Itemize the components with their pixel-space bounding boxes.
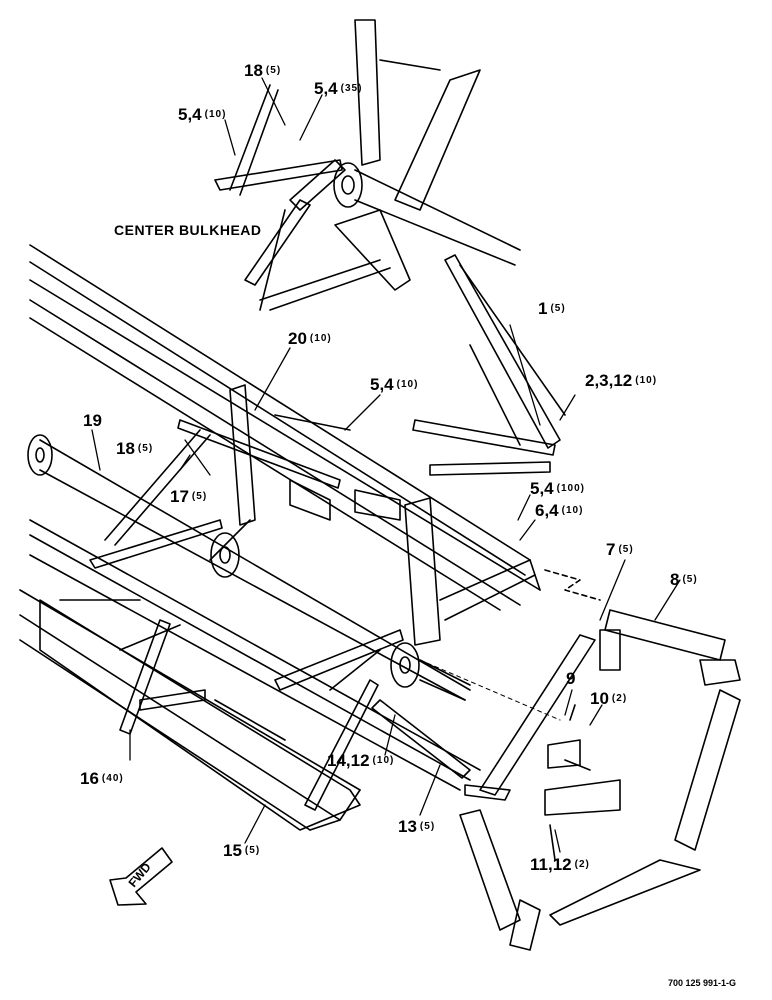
- center-bulkhead-spider: [214, 19, 521, 311]
- callout-2-3-12: 2,3,12(10): [585, 371, 658, 390]
- break-lines: [419, 569, 601, 721]
- callout-19: 19: [83, 411, 102, 430]
- callout-1: 1(5): [538, 299, 566, 318]
- callout-18-top: 18(5): [244, 61, 282, 80]
- reel-tube-19: [27, 434, 471, 701]
- callout-11-12: 11,12(2): [530, 855, 590, 874]
- paddle-ring: [459, 609, 741, 951]
- callout-10: 10(2): [590, 689, 628, 708]
- callout-5-4-100: 5,4(100): [530, 479, 585, 498]
- callout-5-4-10-top: 5,4(10): [178, 105, 227, 124]
- callout-9: 9: [566, 669, 576, 688]
- fwd-arrow-outline: [109, 847, 173, 906]
- callout-16: 16(40): [80, 769, 124, 788]
- callout-14-12: 14,12(10): [327, 751, 395, 770]
- callout-17: 17(5): [170, 487, 208, 506]
- header-beam-upper: [29, 244, 541, 611]
- callout-18-mid: 18(5): [116, 439, 154, 458]
- middle-spider: [89, 384, 351, 578]
- callout-20: 20(10): [288, 329, 332, 348]
- reel-arm-1: [412, 254, 566, 476]
- callout-6-4: 6,4(10): [535, 501, 584, 520]
- center-bulkhead-heading: CENTER BULKHEAD: [114, 222, 262, 238]
- callout-7: 7(5): [606, 540, 634, 559]
- callout-8: 8(5): [670, 570, 698, 589]
- callout-15: 15(5): [223, 841, 261, 860]
- callout-5-4-35: 5,4(35): [314, 79, 363, 98]
- document-number: 700 125 991-1-G: [668, 978, 737, 988]
- leader-lines: [91, 77, 681, 853]
- header-beam-lower: [19, 519, 481, 831]
- lower-spider: [274, 497, 536, 811]
- reel-arms-left: [59, 479, 401, 741]
- callout-13: 13(5): [398, 817, 436, 836]
- reel-bar-15: [39, 599, 361, 831]
- callout-5-4-10-mid: 5,4(10): [370, 375, 419, 394]
